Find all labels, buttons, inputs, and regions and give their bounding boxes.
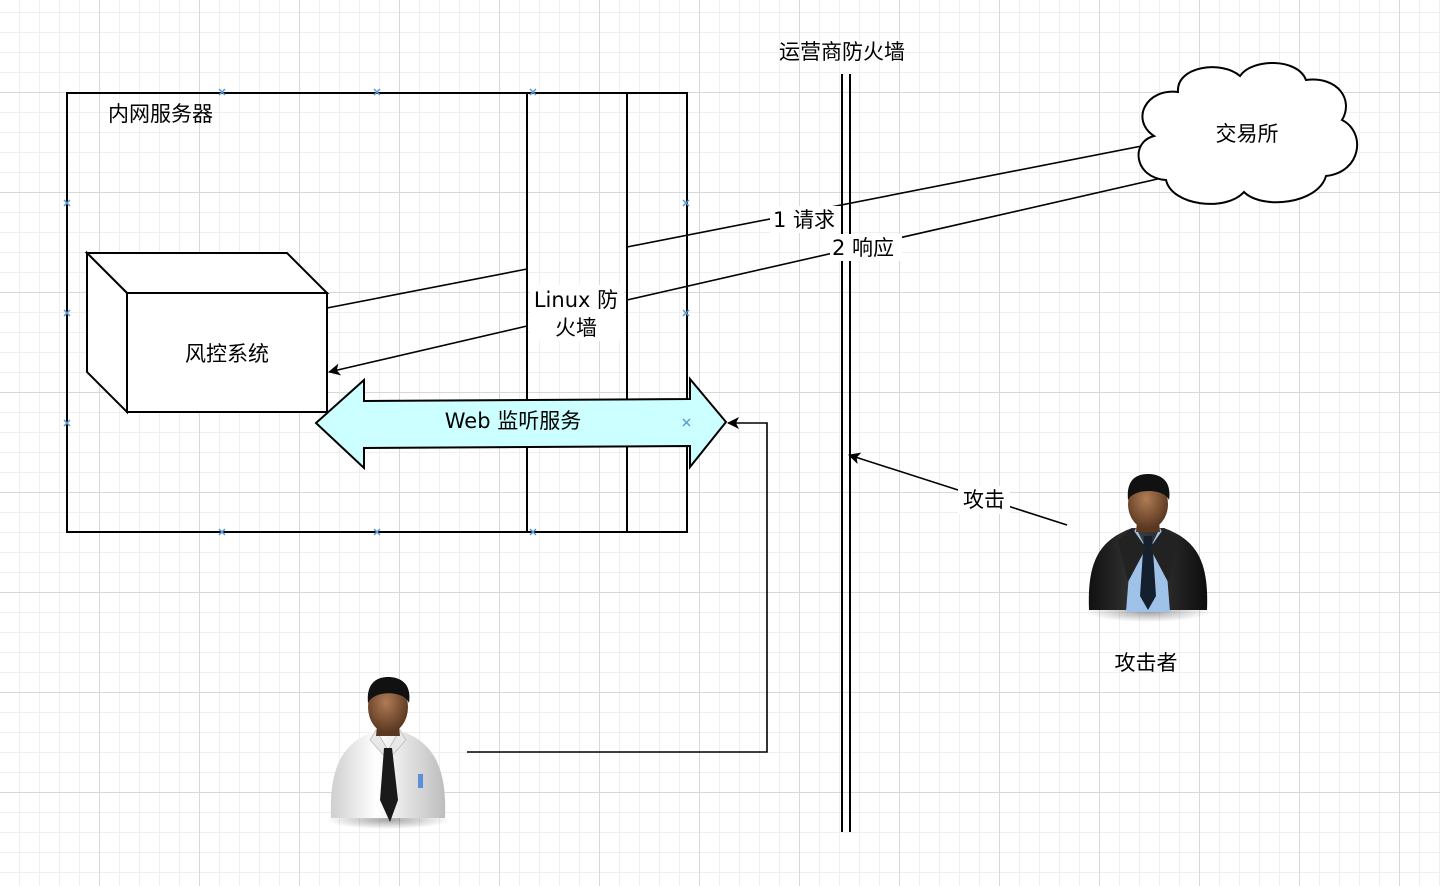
cloud-icon [1137,62,1358,205]
carrier-firewall[interactable]: 运营商防火墙 [779,40,905,832]
response-connector[interactable] [328,177,1163,376]
linux-firewall-label-line2: 火墙 [555,316,597,340]
selection-handle-icon [218,528,226,536]
selection-handle-icon [682,199,690,207]
operator-connector[interactable] [467,417,768,753]
web-listener-arrow[interactable]: Web 监听服务 [314,376,728,471]
request-label: 1 请求 [773,208,835,232]
intranet-server-label: 内网服务器 [108,102,213,126]
web-listener-label: Web 监听服务 [445,409,581,433]
selection-handle-icon [63,419,71,427]
selection-handle-icon [63,199,71,207]
selection-handle-icon [529,88,537,96]
attacker-figure[interactable]: 攻击者 [1086,474,1210,675]
selection-handle-icon [682,418,691,427]
response-label-group: 2 响应 [830,234,902,261]
selection-handle-icon [218,88,226,96]
risk-control-box[interactable]: 风控系统 [84,250,330,415]
exchange-label: 交易所 [1216,122,1279,146]
exchange-cloud[interactable]: 交易所 [1137,62,1358,205]
selection-handle-icon [373,88,381,96]
response-label: 2 响应 [832,236,894,260]
selection-handle-icon [529,528,537,536]
risk-control-label: 风控系统 [185,342,269,366]
selection-handle-icon [682,309,690,317]
selection-handle-icon [373,528,381,536]
man-white-shirt-icon [326,677,450,829]
attack-connector[interactable]: 攻击 [848,452,1068,526]
businessman-dark-suit-icon [1086,474,1210,622]
request-connector[interactable] [326,138,1163,309]
selection-handle-icon [63,309,71,317]
linux-firewall-label: Linux 防 火墙 [530,285,624,341]
linux-firewall-label-line1: Linux 防 [534,288,618,312]
operator-figure[interactable] [326,677,450,829]
carrier-firewall-label: 运营商防火墙 [779,40,905,64]
attack-label: 攻击 [963,488,1005,512]
request-label-group: 1 请求 [770,206,840,233]
attacker-label: 攻击者 [1115,651,1178,675]
